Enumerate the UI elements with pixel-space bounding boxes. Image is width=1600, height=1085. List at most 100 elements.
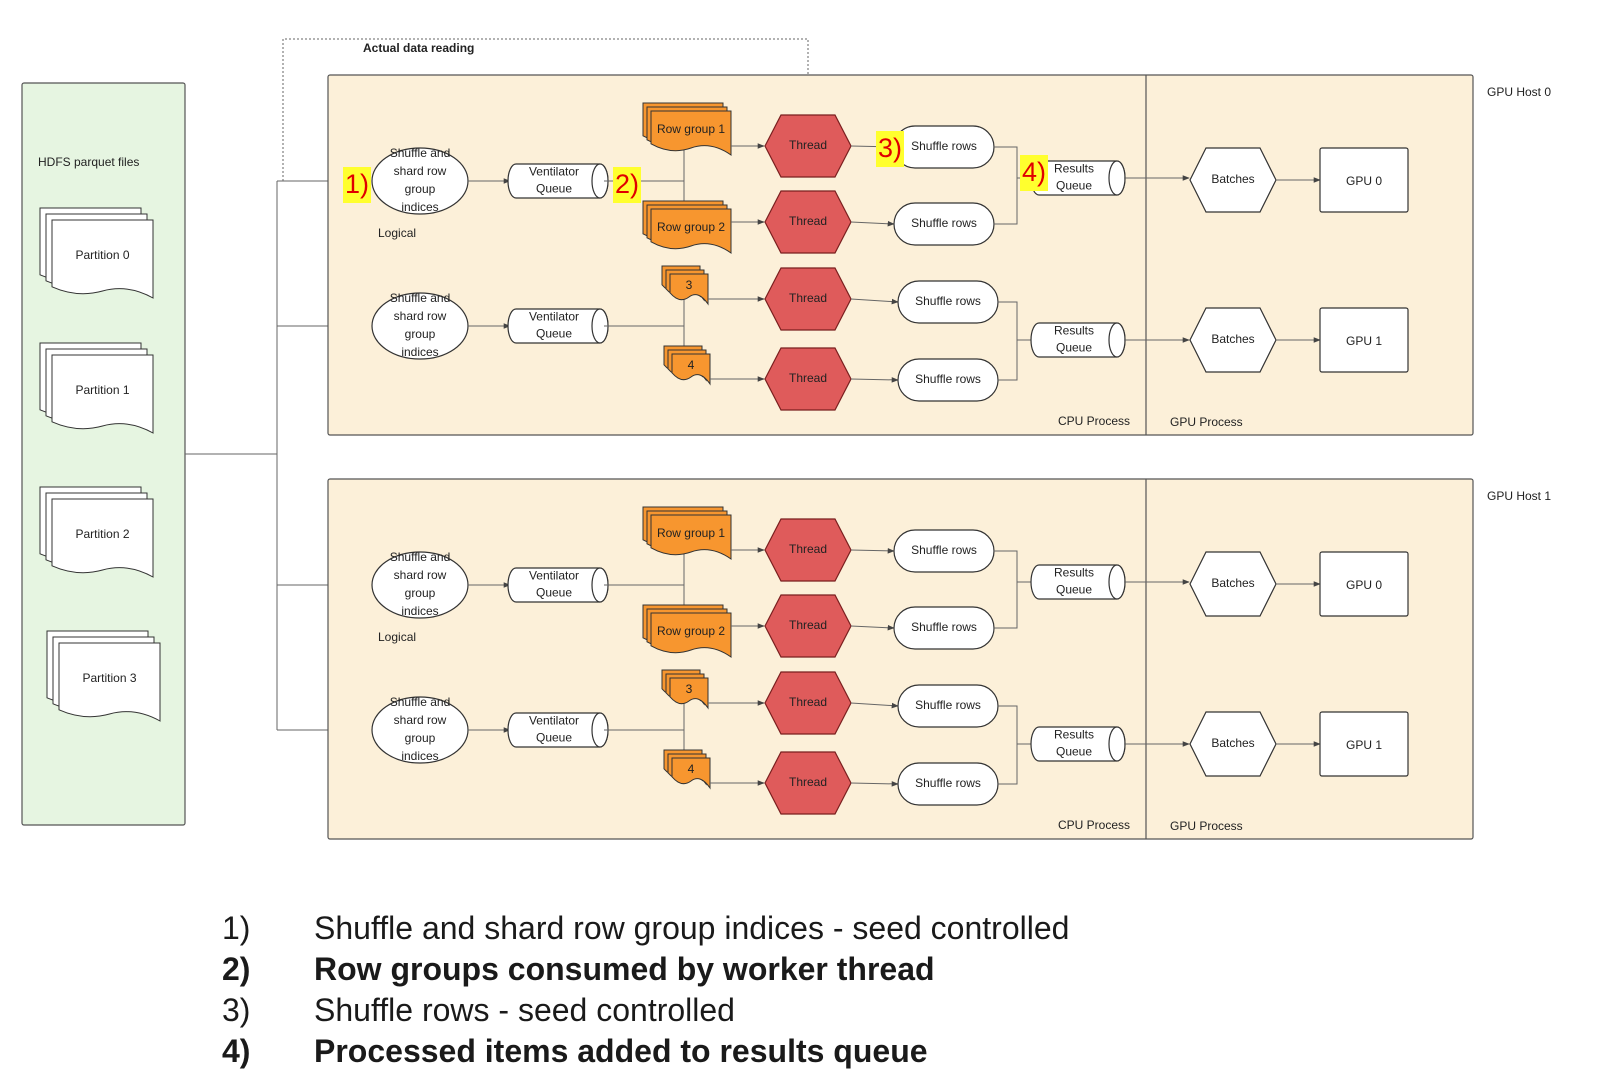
gpu-label: GPU 1 — [1346, 738, 1382, 752]
merge-line — [998, 301, 1018, 381]
shuffle-rows-label: Shuffle rows — [911, 620, 977, 634]
merge-line — [994, 146, 1018, 225]
batches-label: Batches — [1211, 736, 1254, 750]
marker-3 — [876, 131, 904, 167]
merge-line — [998, 705, 1018, 785]
shuffle-shard-label: Shuffle and — [390, 695, 451, 709]
gpu-host-panel — [327, 478, 1474, 840]
marker-4 — [1020, 155, 1048, 191]
thread-label: Thread — [789, 291, 827, 305]
legend-text: Shuffle and shard row group indices - se… — [314, 910, 1070, 946]
results-queue-label: Queue — [1056, 179, 1092, 193]
flow-arrow — [850, 548, 895, 554]
shuffle-shard-label: indices — [401, 200, 438, 214]
row-group-doc — [650, 110, 732, 156]
marker-3-label: 3) — [878, 133, 902, 163]
gpu-host-label: GPU Host 0 — [1487, 85, 1551, 99]
gpu-label: GPU 1 — [1346, 334, 1382, 348]
legend-number: 2) — [222, 951, 251, 987]
results-queue-label: Results — [1054, 162, 1094, 176]
results-queue-cap — [1108, 564, 1126, 600]
shuffle-shard-label: shard row — [394, 713, 447, 727]
marker-1-label: 1) — [345, 169, 369, 199]
results-queue-label: Results — [1054, 324, 1094, 338]
row-group-doc — [669, 273, 709, 306]
legend-item: 4)Processed items added to results queue — [222, 1033, 1322, 1074]
flow-arrow — [850, 702, 899, 709]
gpu-host-label: GPU Host 1 — [1487, 489, 1551, 503]
row-group-label: 4 — [688, 762, 695, 776]
shuffle-shard-label: indices — [401, 345, 438, 359]
ventilator-queue-label: Ventilator — [529, 569, 579, 583]
shuffle-rows-label: Shuffle rows — [915, 372, 981, 386]
gpu-node — [1319, 307, 1409, 373]
partition-label: Partition 0 — [75, 248, 129, 262]
shuffle-rows-label: Shuffle rows — [911, 139, 977, 153]
logical-label: Logical — [378, 630, 416, 644]
cpu-process-label: CPU Process — [1058, 414, 1130, 428]
merge-line — [994, 550, 1018, 629]
row-group-label: Row group 2 — [657, 624, 725, 638]
row-group-label: 3 — [686, 682, 693, 696]
legend-number: 1) — [222, 910, 251, 946]
ventilator-queue-label: Ventilator — [529, 714, 579, 728]
row-group-label: Row group 1 — [657, 122, 725, 136]
flow-arrow — [850, 781, 899, 787]
thread-label: Thread — [789, 371, 827, 385]
ventilator-queue-label: Queue — [536, 586, 572, 600]
thread-label: Thread — [789, 618, 827, 632]
row-group-doc — [671, 757, 711, 790]
marker-2-label: 2) — [615, 169, 639, 199]
results-queue-label: Results — [1054, 566, 1094, 580]
shuffle-shard-label: Shuffle and — [390, 146, 451, 160]
row-group-label: Row group 1 — [657, 526, 725, 540]
row-group-doc — [650, 208, 732, 254]
shuffle-shard-label: group — [405, 327, 436, 341]
row-group-label: Row group 2 — [657, 220, 725, 234]
results-queue-cap — [1108, 322, 1126, 358]
gpu-label: GPU 0 — [1346, 578, 1382, 592]
cpu-process-label: CPU Process — [1058, 818, 1130, 832]
logical-label: Logical — [378, 226, 416, 240]
batches-label: Batches — [1211, 576, 1254, 590]
ventilator-queue-label: Ventilator — [529, 310, 579, 324]
row-group-label: 4 — [688, 358, 695, 372]
partition-doc — [58, 642, 161, 722]
legend: 1) Shuffle and shard row group indices - … — [222, 910, 1322, 1074]
results-queue-label: Queue — [1056, 341, 1092, 355]
shuffle-shard-label: indices — [401, 749, 438, 763]
shuffle-shard-label: group — [405, 586, 436, 600]
ventilator-queue-label: Ventilator — [529, 165, 579, 179]
partition-label: Partition 2 — [75, 527, 129, 541]
batches-label: Batches — [1211, 172, 1254, 186]
shuffle-rows-label: Shuffle rows — [915, 294, 981, 308]
legend-item: 3)Shuffle rows - seed controlled — [222, 992, 1322, 1033]
legend-text: Shuffle rows - seed controlled — [314, 992, 735, 1028]
flow-arrow — [850, 298, 899, 305]
thread-label: Thread — [789, 214, 827, 228]
shuffle-shard-label: indices — [401, 604, 438, 618]
row-group-doc — [669, 677, 709, 710]
legend-item: 1) Shuffle and shard row group indices - … — [222, 910, 1322, 951]
row-group-doc — [650, 514, 732, 560]
thread-label: Thread — [789, 695, 827, 709]
results-queue-label: Queue — [1056, 745, 1092, 759]
row-group-doc — [671, 353, 711, 386]
actual-data-reading-label: Actual data reading — [363, 41, 474, 55]
ventilator-queue-label: Queue — [536, 731, 572, 745]
gpu-node — [1319, 711, 1409, 777]
gpu-process-label: GPU Process — [1170, 819, 1243, 833]
actual-data-reading-line — [282, 38, 811, 181]
legend-number: 4) — [222, 1033, 251, 1069]
flow-arrow — [850, 220, 895, 227]
partition-doc — [51, 354, 154, 434]
shuffle-shard-label: shard row — [394, 309, 447, 323]
shuffle-rows-label: Shuffle rows — [911, 216, 977, 230]
legend-text: Row groups consumed by worker thread — [314, 951, 935, 987]
row-group-label: 3 — [686, 278, 693, 292]
thread-label: Thread — [789, 542, 827, 556]
gpu-process-label: GPU Process — [1170, 415, 1243, 429]
ventilator-queue-label: Queue — [536, 327, 572, 341]
shuffle-shard-label: Shuffle and — [390, 550, 451, 564]
